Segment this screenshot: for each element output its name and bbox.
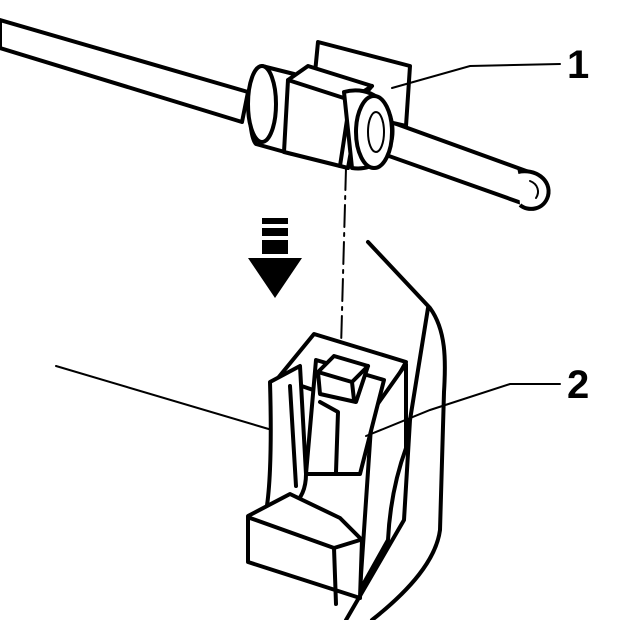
callout-1: 1 (391, 43, 589, 89)
down-arrow-icon (248, 218, 302, 298)
holder-front-base-fold (332, 546, 338, 606)
callout-2-label: 2 (567, 363, 589, 407)
rod-end-cap (517, 169, 551, 211)
clip-right-collar-inner (367, 111, 385, 153)
callout-1-label: 1 (567, 43, 589, 87)
holder-slot-inner-edge (318, 400, 340, 474)
holder-clip-head-edge (316, 364, 370, 402)
rod (0, 18, 551, 211)
panel-inner-contour (344, 306, 430, 620)
panel-right-contour (366, 240, 447, 620)
callout-2: 2 (365, 363, 589, 437)
clip-part-1 (246, 40, 412, 171)
callout-1-leader (391, 63, 561, 89)
rod-right-section (370, 116, 542, 208)
clip-right-collar-face (354, 94, 394, 170)
base-panel (55, 240, 447, 620)
clip-left-bushing-face (246, 64, 278, 144)
holder-left-groove (288, 384, 298, 488)
holder-part-2 (246, 332, 408, 606)
callout-2-leader (365, 383, 561, 437)
panel-left-edge (55, 365, 273, 431)
rod-end-detail (529, 180, 539, 199)
rod-left-section (0, 18, 250, 124)
alignment-line (339, 167, 347, 385)
